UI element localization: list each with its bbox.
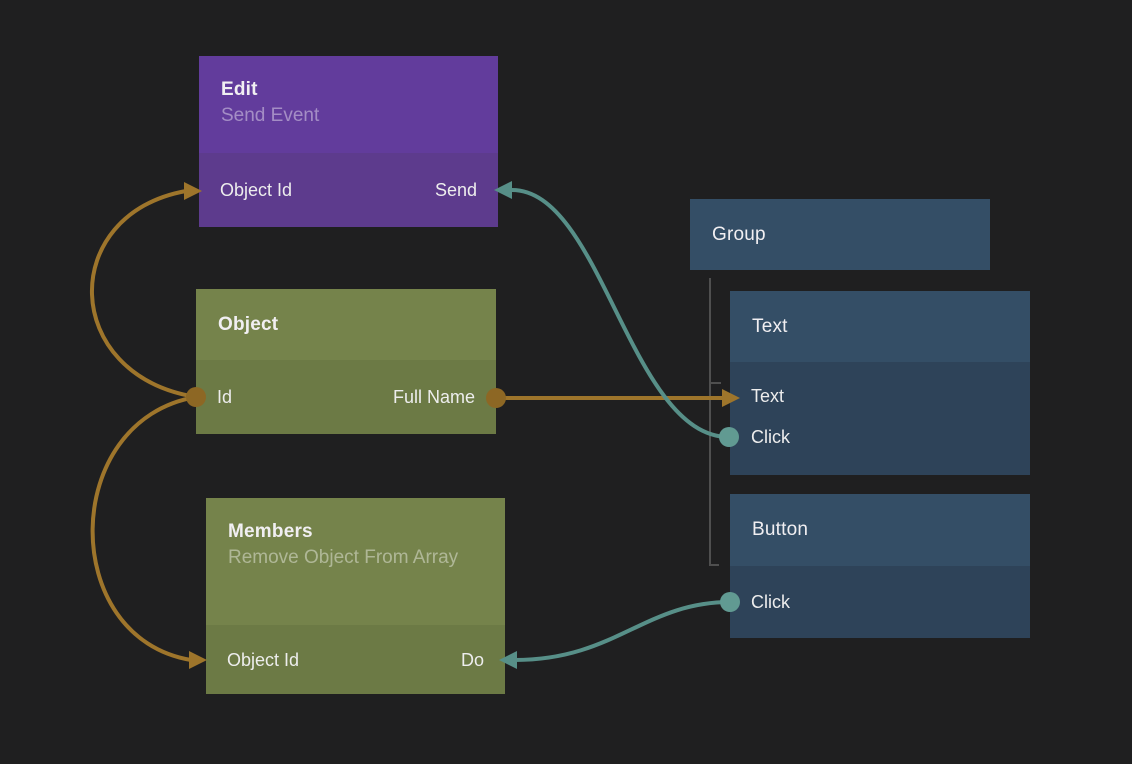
port-button-click[interactable]: Click <box>751 591 790 612</box>
node-members-header: Members Remove Object From Array <box>206 498 505 625</box>
port-object-id[interactable]: Id <box>217 387 233 407</box>
node-edit-ports: Object Id Send <box>199 153 498 227</box>
port-members-do[interactable]: Do <box>460 649 484 670</box>
node-edit[interactable]: Edit Send Event Object Id Send <box>199 56 498 227</box>
port-object-full-name[interactable]: Full Name <box>392 387 475 407</box>
port-edit-send[interactable]: Send <box>434 180 477 200</box>
node-object-ports: Id Full Name <box>196 360 496 434</box>
node-button[interactable]: Button Click <box>730 494 1030 638</box>
node-button-ports: Click <box>730 566 1030 638</box>
node-button-header: Button <box>730 494 1030 566</box>
port-text-click[interactable]: Click <box>751 426 790 447</box>
node-edit-subtitle: Send Event <box>221 105 320 126</box>
node-members-subtitle: Remove Object From Array <box>228 547 459 568</box>
arrowhead-members-object-id <box>189 651 207 669</box>
connection-button-click-to-members-do[interactable] <box>514 600 731 662</box>
node-group-title: Group <box>712 223 766 245</box>
port-text-text[interactable]: Text <box>751 385 785 406</box>
node-text[interactable]: Text Text Click <box>730 291 1030 475</box>
node-members-ports: Object Id Do <box>206 625 505 694</box>
node-text-header: Text <box>730 291 1030 362</box>
connection-object-id-to-members-object-id[interactable] <box>90 395 197 662</box>
node-object-header: Object <box>196 289 496 360</box>
node-group-header: Group <box>690 199 990 270</box>
connection-text-click-to-edit-send[interactable] <box>511 188 730 439</box>
node-object-title: Object <box>218 313 279 335</box>
port-edit-object-id[interactable]: Object Id <box>220 180 293 200</box>
node-button-title: Button <box>752 519 809 540</box>
node-object[interactable]: Object Id Full Name <box>196 289 496 434</box>
node-edit-header: Edit Send Event <box>199 56 498 153</box>
node-text-ports: Text Click <box>730 362 1030 475</box>
node-members-title: Members <box>228 521 313 542</box>
connection-object-id-to-edit-object-id[interactable] <box>90 189 197 399</box>
node-text-title: Text <box>752 315 788 337</box>
port-members-object-id[interactable]: Object Id <box>227 649 300 670</box>
node-members[interactable]: Members Remove Object From Array Object … <box>206 498 505 694</box>
node-group[interactable]: Group <box>690 199 990 270</box>
node-edit-title: Edit <box>221 79 258 100</box>
hierarchy-line-group-children <box>709 278 719 566</box>
